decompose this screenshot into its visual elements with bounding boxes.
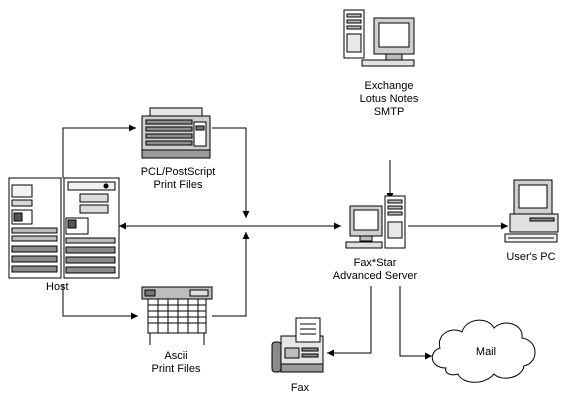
- ascii-printer-icon: [141, 286, 213, 345]
- faxstar-server-icon: [345, 195, 406, 249]
- mail-cloud-icon: [431, 319, 536, 383]
- connector-pcl-to-junction: [212, 127, 250, 218]
- user-pc-icon: [504, 179, 559, 243]
- connector-host-to-pcl: [62, 124, 136, 178]
- connector-server-to-mail: [399, 286, 432, 360]
- mail-systems-workstation-icon: [343, 9, 415, 67]
- fax-label: Fax: [290, 382, 310, 394]
- host-label: Host: [46, 281, 69, 293]
- pcl-print-files-label: PCL/PostScript Print Files: [140, 166, 216, 191]
- connector-server-to-fax: [327, 286, 372, 357]
- connectors: [62, 124, 508, 360]
- ascii-print-files-label: Ascii Print Files: [151, 350, 201, 375]
- mail-systems-label: Exchange Lotus Notes SMTP: [359, 80, 419, 118]
- pcl-printer-icon: [141, 107, 211, 159]
- fax-machine-icon: [271, 317, 324, 373]
- mail-label: Mail: [475, 346, 497, 358]
- host-server-icon: [8, 177, 120, 279]
- faxstar-server-label: Fax*Star Advanced Server: [332, 257, 418, 282]
- connector-host-to-ascii: [62, 284, 138, 320]
- users-pc-label: User's PC: [506, 251, 556, 263]
- connector-ascii-to-junction: [212, 232, 250, 317]
